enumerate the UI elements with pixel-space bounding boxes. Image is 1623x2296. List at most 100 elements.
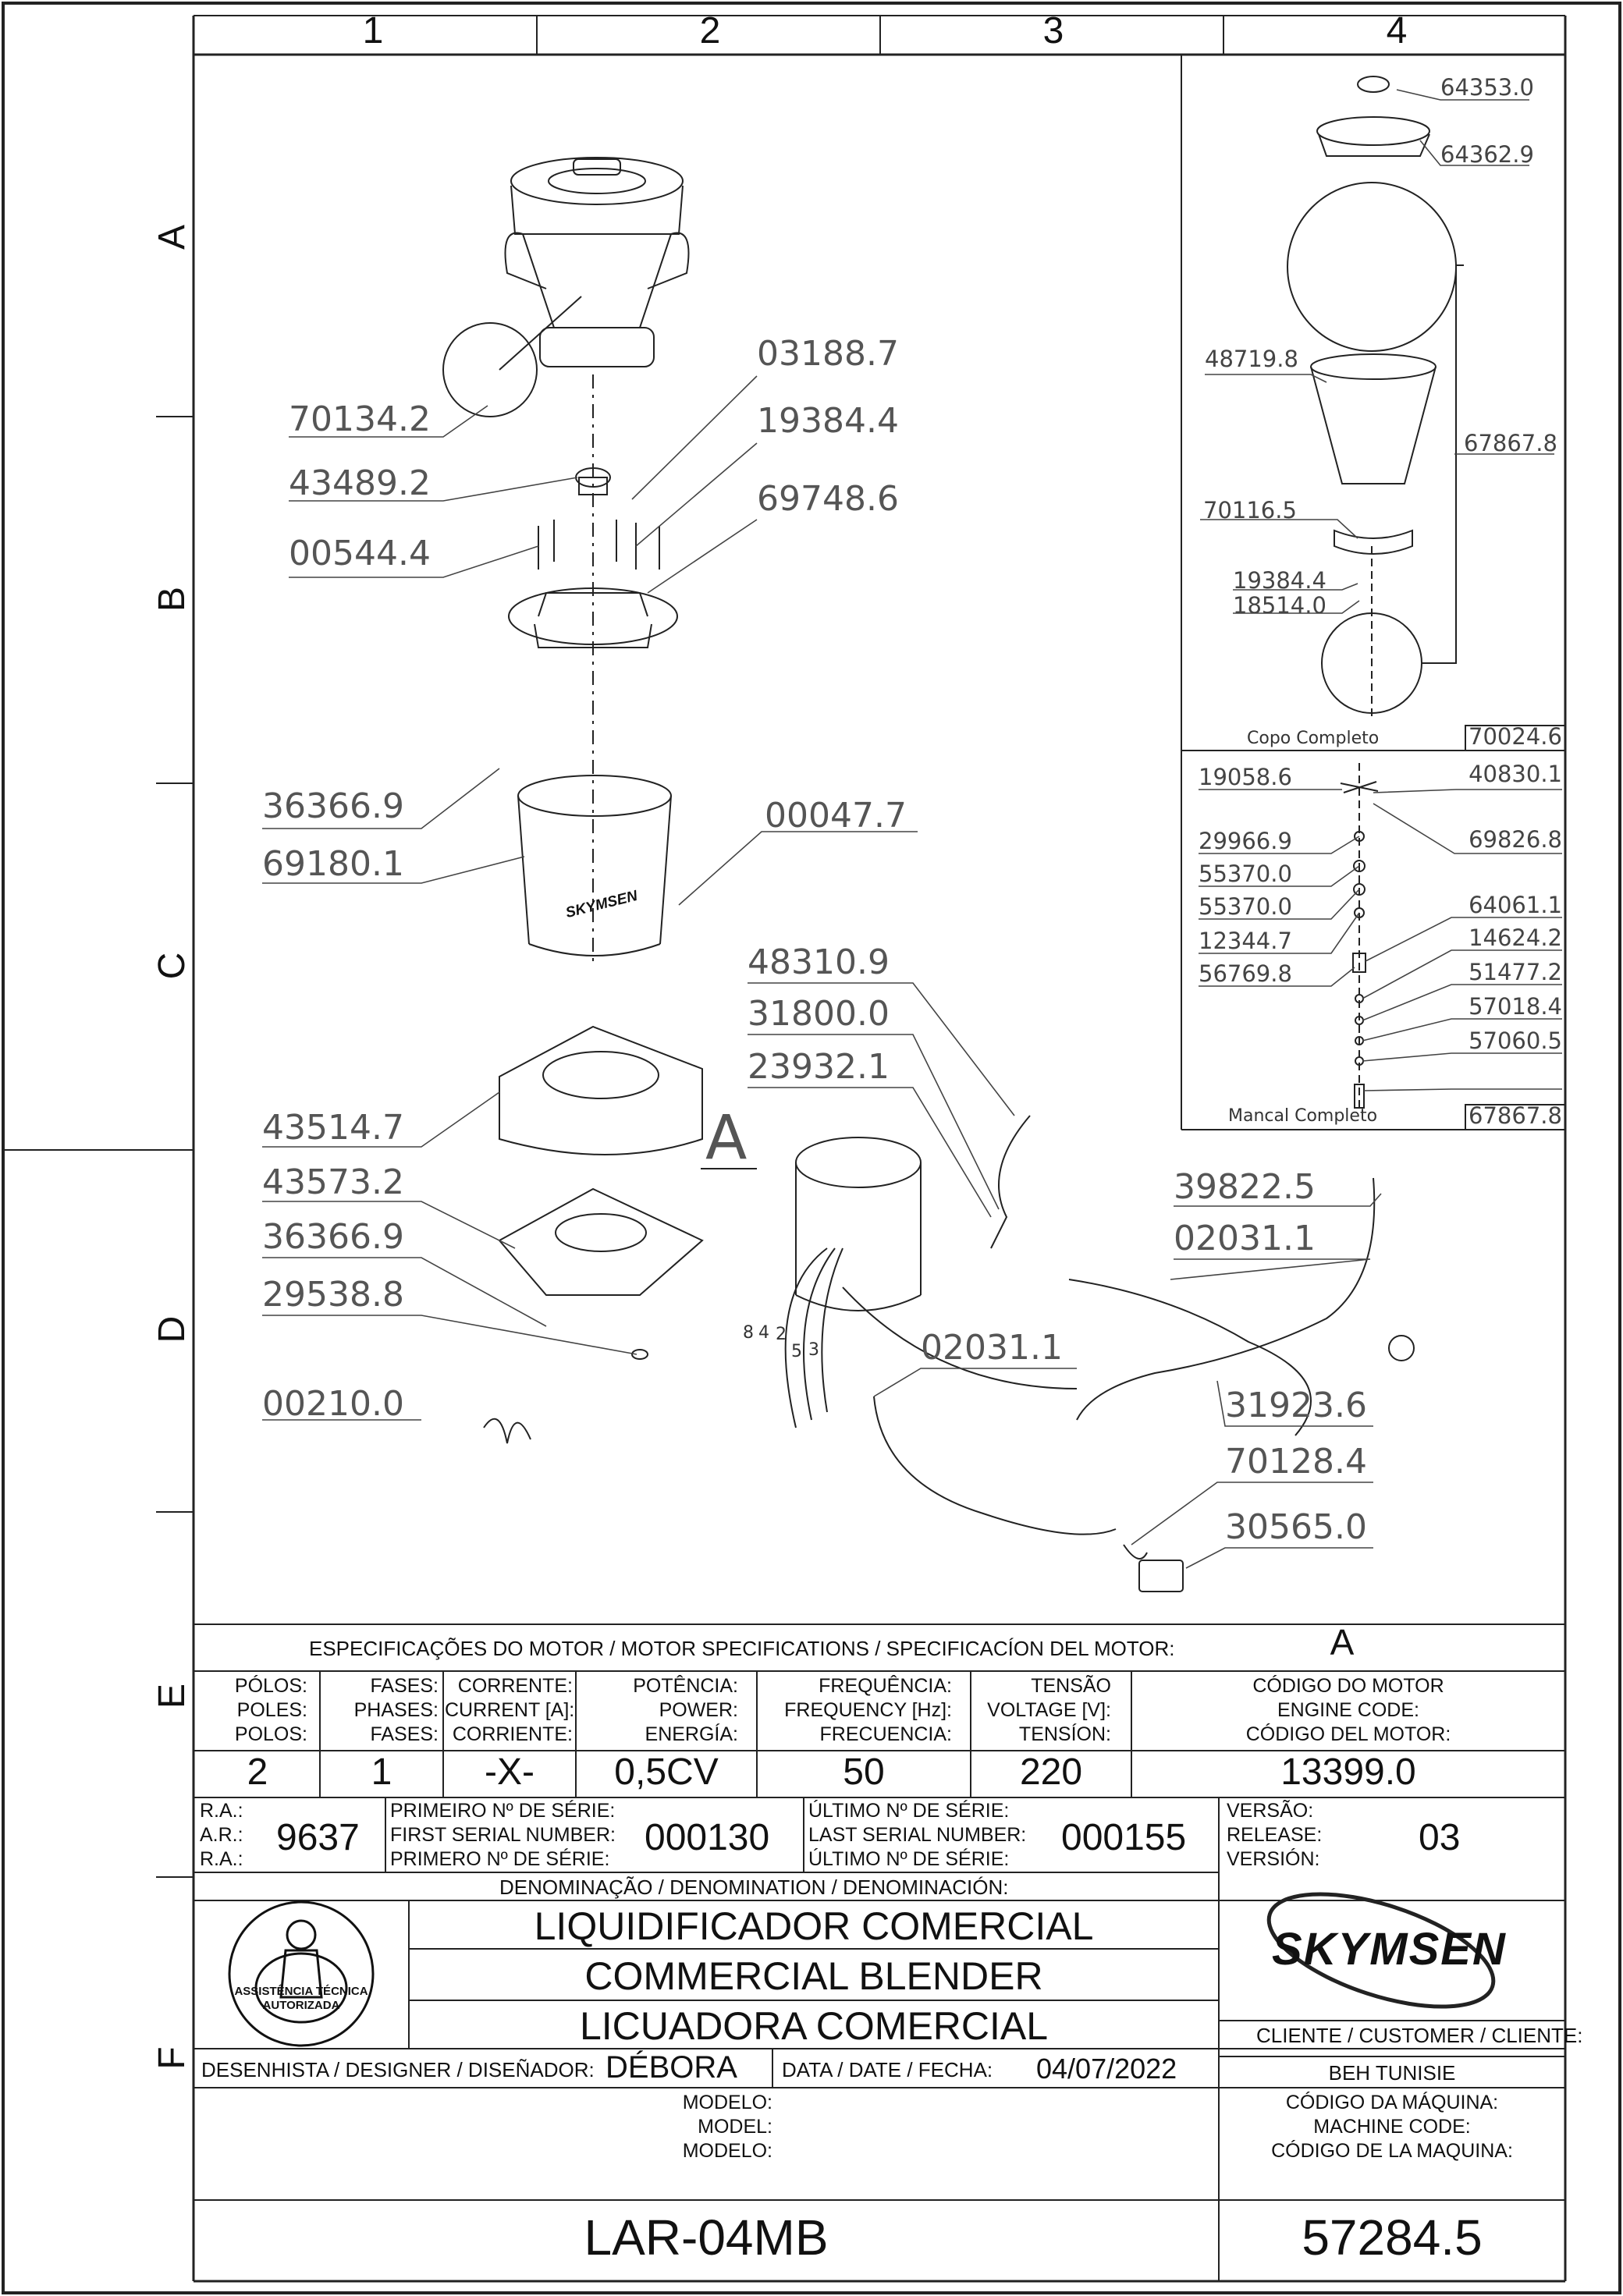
denomination-pt: LIQUIDIFICADOR COMERCIAL [534, 1904, 1094, 1948]
part-number: 57060.5 [1469, 1027, 1562, 1054]
part-number: 70116.5 [1203, 497, 1297, 523]
part-number: 18514.0 [1233, 592, 1326, 619]
client-value: BEH TUNISIE [1328, 2061, 1456, 2085]
part-number: 43489.2 [289, 463, 431, 503]
seal-arc-text: ASSISTÊNCIA TÉCNICA AUTORIZADA [234, 1985, 368, 2012]
part-number: 57018.4 [1469, 993, 1562, 1020]
wire-number: 5 [791, 1342, 802, 1361]
part-number: 43514.7 [262, 1108, 404, 1148]
motor-spec-header: ESPECIFICAÇÕES DO MOTOR / MOTOR SPECIFIC… [309, 1637, 1175, 1660]
part-number: 48310.9 [748, 942, 890, 982]
part-number: 69826.8 [1469, 826, 1562, 853]
skymsen-logo-icon [1266, 1892, 1496, 2009]
part-number: 55370.0 [1199, 861, 1292, 887]
spec-value-current: -X- [485, 1751, 534, 1793]
denomination-en: COMMERCIAL BLENDER [584, 1954, 1043, 1998]
date-value: 04/07/2022 [1036, 2053, 1177, 2085]
model-value: LAR-04MB [584, 2209, 829, 2266]
grid-column-4: 4 [1386, 10, 1408, 51]
part-number: 00047.7 [765, 796, 907, 836]
denomination-es: LICUADORA COMERCIAL [579, 2004, 1049, 2048]
grid-row-c: C [151, 952, 193, 980]
spec-label-poles: PÓLOS: POLES: POLOS: [234, 1675, 307, 1745]
part-number: 56769.8 [1199, 960, 1292, 987]
spec-value-engine-code: 13399.0 [1280, 1751, 1416, 1793]
part-number: 39822.5 [1174, 1167, 1316, 1207]
part-number: 14624.2 [1469, 924, 1562, 951]
grid-row-d: D [151, 1315, 193, 1343]
spec-label-frequency: FREQUÊNCIA: FREQUENCY [Hz]: FRECUENCIA: [784, 1675, 952, 1745]
grid-row-f: F [151, 2046, 193, 2070]
part-number: 30565.0 [1225, 1507, 1367, 1547]
part-number: 02031.1 [921, 1328, 1063, 1368]
version-label: VERSÃO: RELEASE: VERSIÓN: [1227, 1800, 1323, 1870]
part-number: 67867.8 [1464, 430, 1557, 456]
part-number: 29966.9 [1199, 828, 1292, 854]
part-number: 69180.1 [262, 844, 404, 884]
part-number: 70134.2 [289, 399, 431, 439]
part-number: 40830.1 [1469, 761, 1562, 787]
authorized-service-seal-icon [228, 1900, 375, 2047]
client-label: CLIENTE / CUSTOMER / CLIENTE: [1256, 2024, 1583, 2047]
part-number: 55370.0 [1199, 893, 1292, 920]
part-number: 12344.7 [1199, 928, 1292, 954]
part-number: 19058.6 [1199, 764, 1292, 790]
grid-row-e: E [151, 1684, 193, 1709]
part-number: 64353.0 [1440, 74, 1534, 101]
first-serial-label: PRIMEIRO Nº DE SÉRIE: FIRST SERIAL NUMBE… [390, 1800, 616, 1870]
part-number: 51477.2 [1469, 959, 1562, 985]
ra-value: 9637 [276, 1817, 360, 1858]
part-number: 29538.8 [262, 1275, 404, 1315]
part-number: 70128.4 [1225, 1442, 1367, 1482]
spec-label-phases: FASES: PHASES: FASES: [353, 1675, 439, 1745]
spec-label-engine-code: CÓDIGO DO MOTOR ENGINE CODE: CÓDIGO DEL … [1245, 1675, 1451, 1745]
designer-label: DESENHISTA / DESIGNER / DISEÑADOR: [201, 2058, 595, 2081]
mancal-caption: Mancal Completo [1228, 1106, 1378, 1126]
part-number: 48719.8 [1205, 346, 1298, 372]
spec-value-voltage: 220 [1019, 1751, 1083, 1793]
part-number: 64362.9 [1440, 141, 1534, 168]
motor-letter: A [1330, 1622, 1355, 1663]
denomination-label: DENOMINAÇÃO / DENOMINATION / DENOMINACIÓ… [499, 1875, 1009, 1899]
grid-column-1: 1 [362, 10, 384, 51]
spec-value-frequency: 50 [843, 1751, 885, 1793]
part-number: 43573.2 [262, 1162, 404, 1202]
grid-row-a: A [151, 225, 193, 250]
part-number: 64061.1 [1469, 892, 1562, 918]
part-number: 69748.6 [757, 479, 899, 519]
copo-caption: Copo Completo [1247, 729, 1380, 748]
wire-number: 3 [808, 1340, 819, 1360]
section-marker: A [705, 1103, 748, 1173]
last-serial-value: 000155 [1061, 1817, 1187, 1858]
wire-number: 4 [758, 1323, 769, 1343]
wire-number: 2 [776, 1325, 787, 1344]
part-number: 19384.4 [1233, 567, 1326, 594]
part-number: 19384.4 [757, 401, 899, 441]
part-number: 31800.0 [748, 994, 890, 1034]
part-number: 00210.0 [262, 1384, 404, 1424]
wire-number: 8 [743, 1323, 754, 1343]
part-number: 03188.7 [757, 334, 899, 374]
spec-value-power: 0,5CV [614, 1751, 719, 1793]
grid-row-b: B [151, 587, 193, 612]
part-number: 31923.6 [1225, 1386, 1367, 1425]
first-serial-value: 000130 [645, 1817, 770, 1858]
skymsen-logo: SKYMSEN [1272, 1924, 1507, 1975]
part-number: 00544.4 [289, 534, 431, 573]
version-value: 03 [1419, 1817, 1461, 1858]
spec-label-current: CORRENTE: CURRENT [A]: CORRIENTE: [445, 1675, 575, 1745]
spec-value-poles: 2 [247, 1751, 268, 1793]
last-serial-label: ÚLTIMO Nº DE SÉRIE: LAST SERIAL NUMBER: … [808, 1800, 1027, 1870]
ra-label: R.A.: A.R.: R.A.: [200, 1800, 243, 1870]
part-number: 36366.9 [262, 1217, 404, 1257]
part-number: 02031.1 [1174, 1219, 1316, 1258]
part-number: 23932.1 [748, 1047, 890, 1087]
machine-code-label: CÓDIGO DA MÁQUINA: MACHINE CODE: CÓDIGO … [1271, 2092, 1513, 2162]
machine-code-value: 57284.5 [1302, 2209, 1483, 2266]
spec-label-power: POTÊNCIA: POWER: ENERGÍA: [633, 1675, 738, 1745]
mancal-code: 67867.8 [1469, 1102, 1562, 1129]
copo-code: 70024.6 [1469, 723, 1562, 750]
spec-value-phases: 1 [371, 1751, 392, 1793]
designer-value: DÉBORA [606, 2050, 737, 2085]
